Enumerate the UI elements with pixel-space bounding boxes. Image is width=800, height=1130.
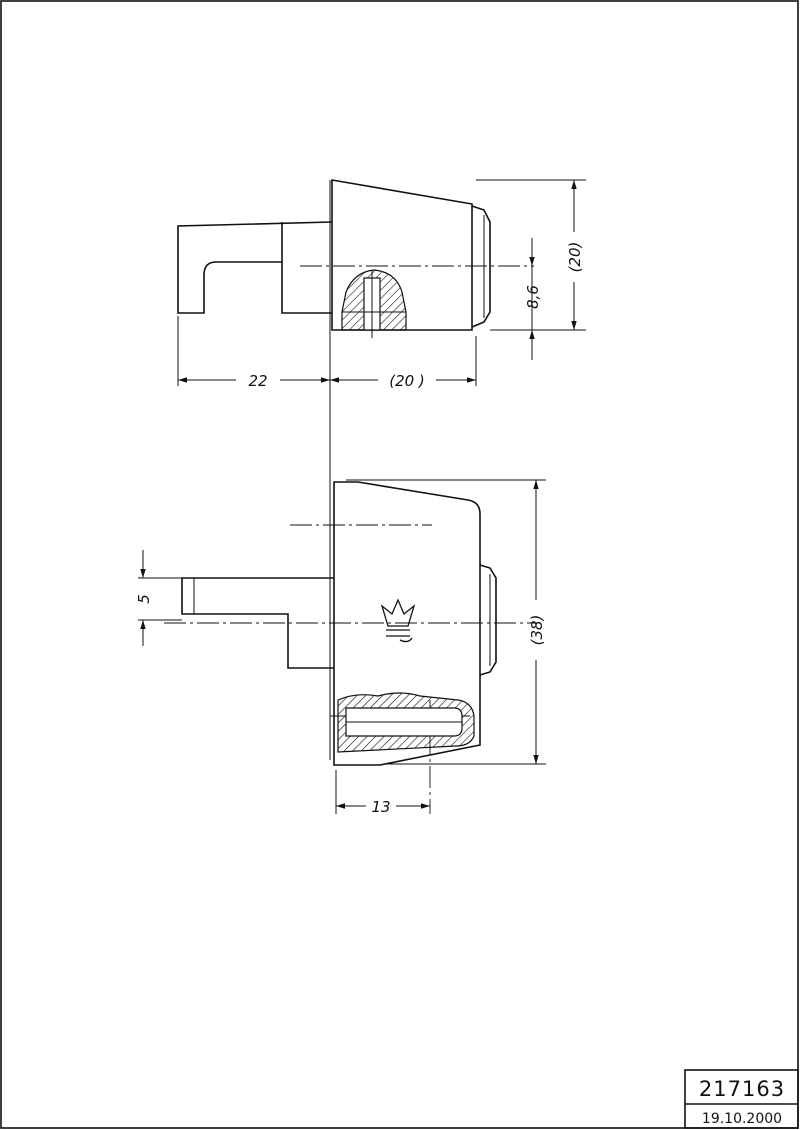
front-view-tongue [181,577,334,669]
crown-logo [380,598,416,643]
drawing-date: 19.10.2000 [702,1111,782,1127]
front-view: 5 (38) 13 [135,479,546,816]
title-block: 217163 19.10.2000 [684,1069,799,1129]
top-view-cap [471,205,491,328]
dim-20-horizontal: (20 ) [389,372,425,390]
dim-22: 22 [248,372,267,390]
drawing-number: 217163 [699,1077,785,1101]
dim-13: 13 [371,798,390,816]
dim-20-vertical: (20) [566,242,584,273]
dim-5: 5 [135,594,153,604]
dim-8-6: 8,6 [524,285,542,309]
dim-38: (38) [528,615,546,646]
top-view: 22 (20 ) 8,6 (20) [177,179,586,390]
top-view-body [331,179,473,331]
front-view-cap [479,564,497,676]
front-view-body [333,481,481,766]
top-view-hook [177,221,333,314]
